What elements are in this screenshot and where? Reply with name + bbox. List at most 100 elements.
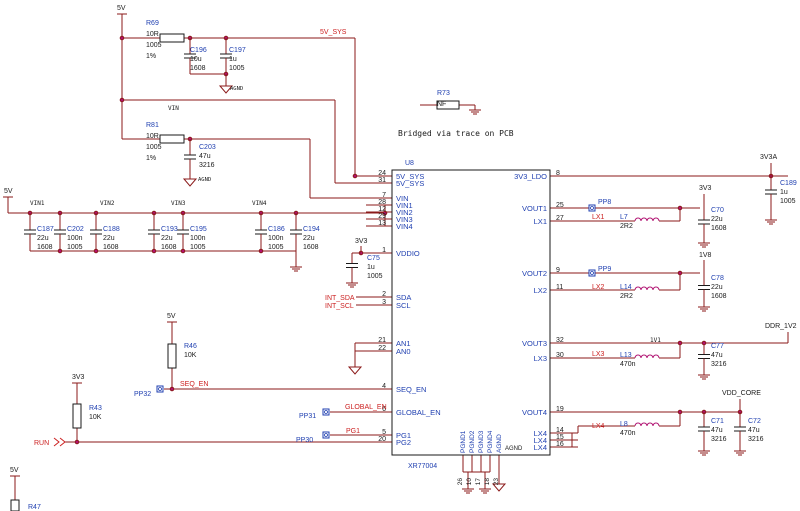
pin-number: 9: [556, 267, 560, 274]
component-value: 1608: [711, 225, 727, 232]
component-ref: C186: [268, 226, 285, 233]
pin-number: 5: [382, 429, 386, 436]
resistor-body: [72, 403, 82, 429]
net-5v-bottom: 5V: [10, 467, 19, 474]
component-value: 2R2: [620, 223, 633, 230]
pin-number: 21: [378, 337, 386, 344]
component-value: 47u: [199, 153, 211, 160]
component-value: 10R: [146, 133, 159, 140]
testpoint-pp32: PP32: [134, 391, 151, 398]
component-value: 1005: [780, 198, 796, 205]
net-int-sda: INT_SDA: [325, 295, 355, 302]
testpoint-pp30: PP30: [296, 437, 313, 444]
junction-dot: [119, 35, 125, 41]
agnd-label-2: AGND: [198, 177, 211, 183]
agnd-label-1: AGND: [230, 86, 243, 92]
pin-name: GLOBAL_EN: [396, 408, 441, 417]
pin-number: 23: [493, 478, 500, 486]
pin-name: LX1: [534, 217, 547, 226]
pin-number: 13: [378, 220, 386, 227]
component-ref: C193: [161, 226, 178, 233]
pin-number: 11: [556, 284, 563, 291]
component-ref: C78: [711, 275, 724, 282]
inductor-coil: [634, 286, 660, 291]
component-ref: C77: [711, 343, 724, 350]
pin-number: 1: [382, 247, 386, 254]
junction-dot: [701, 340, 707, 346]
component-ref: C72: [748, 418, 761, 425]
component-value: 1005: [190, 244, 206, 251]
component-value: 10K: [89, 414, 102, 421]
component-ref: R73: [437, 90, 450, 97]
component-value: 22u: [103, 235, 115, 242]
component-value: 1u: [780, 189, 788, 196]
testpoint-pad: [156, 385, 164, 393]
component-value: 10u: [190, 56, 202, 63]
pin-name: PGND2: [469, 430, 476, 453]
pin-name: PG1: [396, 431, 411, 440]
net-lx3: LX3: [592, 351, 605, 358]
net-vin3: VIN3: [171, 200, 186, 207]
pin-number: 25: [556, 202, 564, 209]
net-vin2: VIN2: [100, 200, 115, 207]
testpoint-pad: [588, 204, 596, 212]
inductor-coil: [634, 354, 660, 359]
component-value: 100n: [268, 235, 284, 242]
pin-number: 28: [378, 199, 386, 206]
pin-name: AGND: [496, 434, 503, 453]
component-value: 1608: [161, 244, 177, 251]
ic-part: XR77004: [408, 463, 437, 470]
pin-name: PG2: [396, 438, 411, 447]
pin-number: 10: [466, 478, 473, 486]
component-value: 1608: [190, 65, 206, 72]
pin-number: 12: [378, 206, 386, 213]
pin-number: 27: [556, 215, 564, 222]
net-1v1: 1V1: [650, 337, 661, 344]
ground-triangle: [218, 85, 234, 94]
junction-dot: [258, 248, 264, 254]
pin-number: 6: [382, 406, 386, 413]
net-vin4: VIN4: [252, 200, 267, 207]
component-ref: C202: [67, 226, 84, 233]
pin-number: 8: [556, 170, 560, 177]
component-value: 100n: [67, 235, 83, 242]
net-3v3-vddio: 3V3: [355, 238, 368, 245]
junction-dot: [677, 270, 683, 276]
component-ref: C189: [780, 180, 797, 187]
pin-name: VOUT2: [522, 269, 547, 278]
component-value: 3216: [711, 436, 727, 443]
inductor-coil: [634, 422, 660, 427]
net-lx2: LX2: [592, 284, 605, 291]
junction-dot: [677, 340, 683, 346]
component-ref: C71: [711, 418, 724, 425]
pin-name: SCL: [396, 301, 411, 310]
net-lx4: LX4: [592, 423, 605, 430]
pin-name: LX4: [534, 436, 547, 445]
component-ref: C203: [199, 144, 216, 151]
net-5v-top: 5V: [117, 5, 126, 12]
resistor-body: [159, 134, 185, 144]
net-3v3-out: 3V3: [699, 185, 712, 192]
pin-name: VIN: [396, 194, 409, 203]
pin-name: VIN3: [396, 215, 413, 224]
net-seq-en: SEQ_EN: [180, 381, 208, 388]
component-value: 1u: [367, 264, 375, 271]
component-value: 1%: [146, 53, 156, 60]
component-ref: R46: [184, 343, 197, 350]
junction-dot: [180, 248, 186, 254]
component-value: 47u: [748, 427, 760, 434]
component-ref: C196: [190, 47, 207, 54]
pin-number: 3: [382, 299, 386, 306]
pin-name: SEQ_EN: [396, 385, 426, 394]
net-5v-left: 5V: [4, 188, 13, 195]
parts: [10, 33, 660, 511]
wires: [3, 13, 789, 500]
net-pg1: PG1: [346, 428, 360, 435]
ground-triangle: [347, 366, 363, 375]
component-ref: R81: [146, 122, 159, 129]
testpoint-ring: [158, 387, 162, 391]
pin-name: AN1: [396, 339, 411, 348]
net-vin: VIN: [168, 105, 179, 112]
